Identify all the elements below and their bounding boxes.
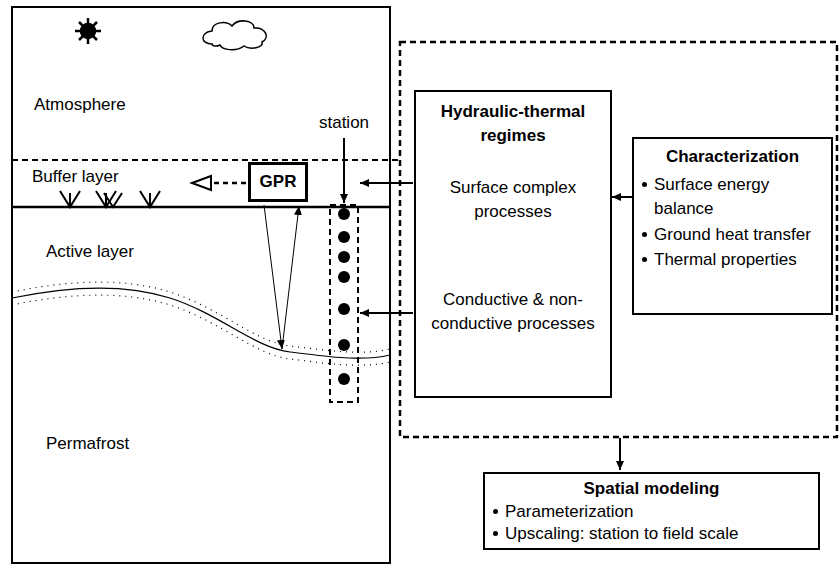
gpr-signal-arrow <box>212 182 246 185</box>
station-pointer <box>343 138 345 203</box>
sun-icon <box>75 18 101 44</box>
layer-label: Active layer <box>44 242 136 262</box>
gpr-ray <box>264 205 282 349</box>
layer-label: Buffer layer <box>30 167 121 187</box>
ground-panel <box>12 7 390 563</box>
flow-arrow <box>619 438 621 470</box>
bullet-dot <box>642 232 647 237</box>
box-heading: GPR <box>254 170 302 194</box>
box-heading: Hydraulic-thermal regimes <box>424 100 602 148</box>
station-column <box>330 205 358 402</box>
box-text: Conductive & non-conductive processes <box>424 288 602 336</box>
box-heading: Spatial modeling <box>493 478 810 500</box>
gpr-box: GPR <box>248 162 308 202</box>
regimes-box: Hydraulic-thermal regimesSurface complex… <box>414 90 612 398</box>
bullet-item: Thermal properties <box>654 248 827 272</box>
layer-label: Permafrost <box>44 434 131 454</box>
process-arrow <box>360 312 413 314</box>
connector-arrow <box>612 196 632 198</box>
gpr-arrowhead <box>192 176 211 190</box>
bullet-dot <box>493 531 498 536</box>
transition-zone <box>12 295 390 365</box>
cloud-icon <box>203 21 266 50</box>
station-label: station <box>317 113 371 133</box>
bullet-dot <box>493 509 498 514</box>
box-heading: Characterization <box>640 145 825 169</box>
sensor-dots <box>338 208 350 385</box>
bullet-dot <box>642 182 647 187</box>
box-text: Surface complex processes <box>424 176 602 224</box>
permafrost-table <box>12 288 390 358</box>
vegetation-symbols <box>60 191 160 207</box>
spatial-modeling-box: Spatial modelingParameterizationUpscalin… <box>483 472 820 550</box>
framework-region <box>400 42 837 437</box>
bullet-item: Surface energy balance <box>654 173 827 221</box>
process-arrow <box>360 182 413 184</box>
bullet-item: Parameterization <box>505 501 814 522</box>
bullet-item: Upscaling: station to field scale <box>505 523 814 544</box>
bullet-dot <box>642 257 647 262</box>
buffer-top-line <box>12 159 400 161</box>
characterization-box: CharacterizationSurface energy balanceGr… <box>632 137 833 315</box>
bullet-item: Ground heat transfer <box>654 223 827 247</box>
gpr-ray <box>282 206 299 349</box>
layer-label: Atmosphere <box>32 95 128 115</box>
